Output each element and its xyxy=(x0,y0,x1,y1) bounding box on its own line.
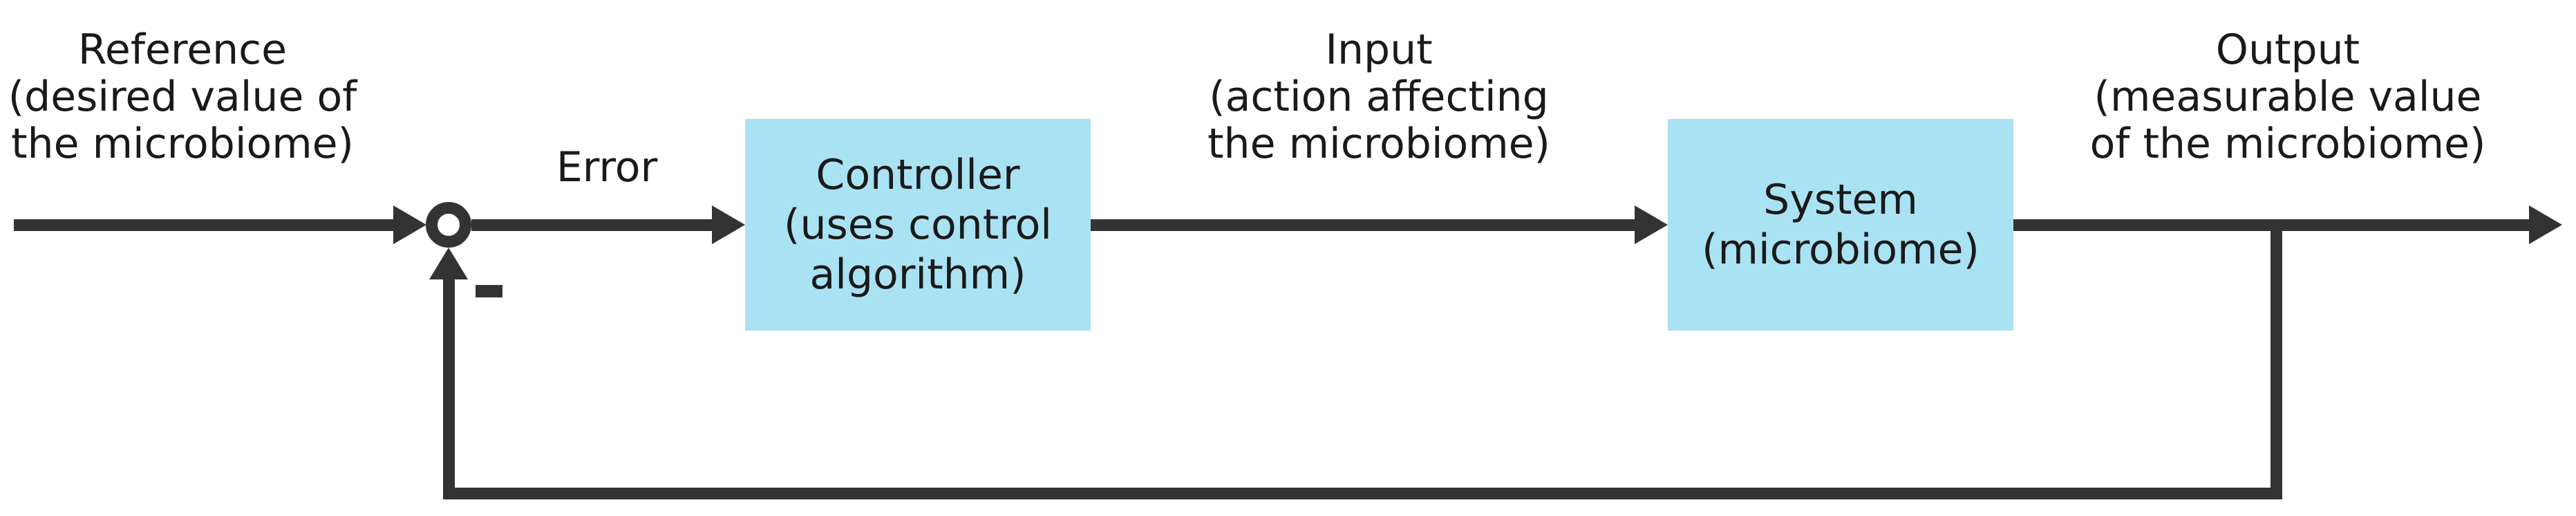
controller-block-line3: algorithm) xyxy=(809,250,1026,299)
minus-sign-text: − xyxy=(476,295,477,296)
feedback-up-line xyxy=(443,279,455,499)
arrowhead-right-icon xyxy=(393,205,426,244)
arrowhead-right-icon xyxy=(2529,205,2562,244)
output-label-line3: of the microbiome) xyxy=(2089,120,2486,168)
error-arrow-line xyxy=(471,219,712,231)
controller-block-line2: (uses control xyxy=(784,201,1052,249)
output-label-line1: Output xyxy=(2215,26,2360,74)
reference-arrow-line xyxy=(14,219,395,231)
system-block-line1: System xyxy=(1763,176,1918,224)
error-label: Error xyxy=(556,143,658,192)
reference-label: Reference (desired value of the microbio… xyxy=(6,26,359,167)
reference-label-line3: the microbiome) xyxy=(11,120,354,168)
arrowhead-up-icon xyxy=(429,248,468,279)
input-label: Input (action affecting the microbiome) xyxy=(1137,26,1621,167)
output-label: Output (measurable value of the microbio… xyxy=(2025,26,2550,167)
summing-junction xyxy=(426,202,471,248)
minus-sign: − xyxy=(476,285,502,297)
output-arrow-line xyxy=(2013,219,2529,231)
input-label-line1: Input xyxy=(1325,26,1433,74)
output-label-line2: (measurable value xyxy=(2094,73,2482,121)
input-label-line3: the microbiome) xyxy=(1207,120,1550,168)
system-block-line2: (microbiome) xyxy=(1702,225,1980,274)
arrowhead-right-icon xyxy=(1635,205,1668,244)
reference-label-line2: (desired value of xyxy=(8,73,357,121)
controller-block-line1: Controller xyxy=(816,151,1020,199)
system-block: System (microbiome) xyxy=(1668,119,2013,331)
feedback-branch-line xyxy=(2271,231,2282,499)
controller-block: Controller (uses control algorithm) xyxy=(745,119,1091,331)
feedback-bottom-line xyxy=(443,488,2282,499)
arrowhead-right-icon xyxy=(712,205,745,244)
input-label-line2: (action affecting xyxy=(1209,73,1549,121)
reference-label-line1: Reference xyxy=(77,26,288,74)
input-arrow-line xyxy=(1091,219,1635,231)
